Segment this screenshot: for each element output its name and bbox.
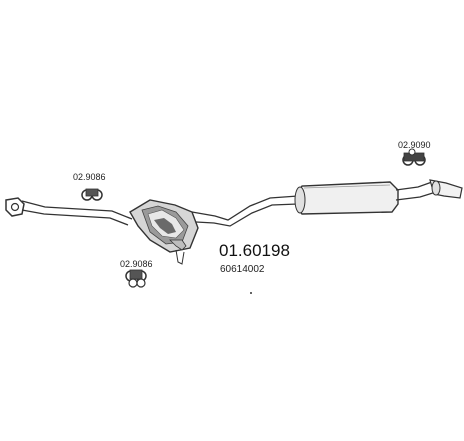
- label-bracket-right-top: 02.9090: [398, 140, 431, 150]
- oe-number: 60614002: [220, 264, 265, 275]
- part-number: 01.60198: [219, 241, 290, 260]
- front-flange: [5, 197, 25, 217]
- bracket-right-top: [402, 148, 426, 166]
- rear-silencer: [294, 181, 399, 215]
- bracket-left-bottom: [125, 269, 147, 288]
- tail-pipe: [395, 179, 463, 201]
- front-pipe: [21, 200, 133, 226]
- label-bracket-left-top: 02.9086: [73, 172, 106, 182]
- bracket-left-top: [81, 188, 103, 201]
- reference-dot: [250, 292, 252, 294]
- label-bracket-left-bottom: 02.9086: [120, 259, 153, 269]
- middle-pipe: [191, 195, 299, 227]
- center-silencer: [129, 199, 199, 265]
